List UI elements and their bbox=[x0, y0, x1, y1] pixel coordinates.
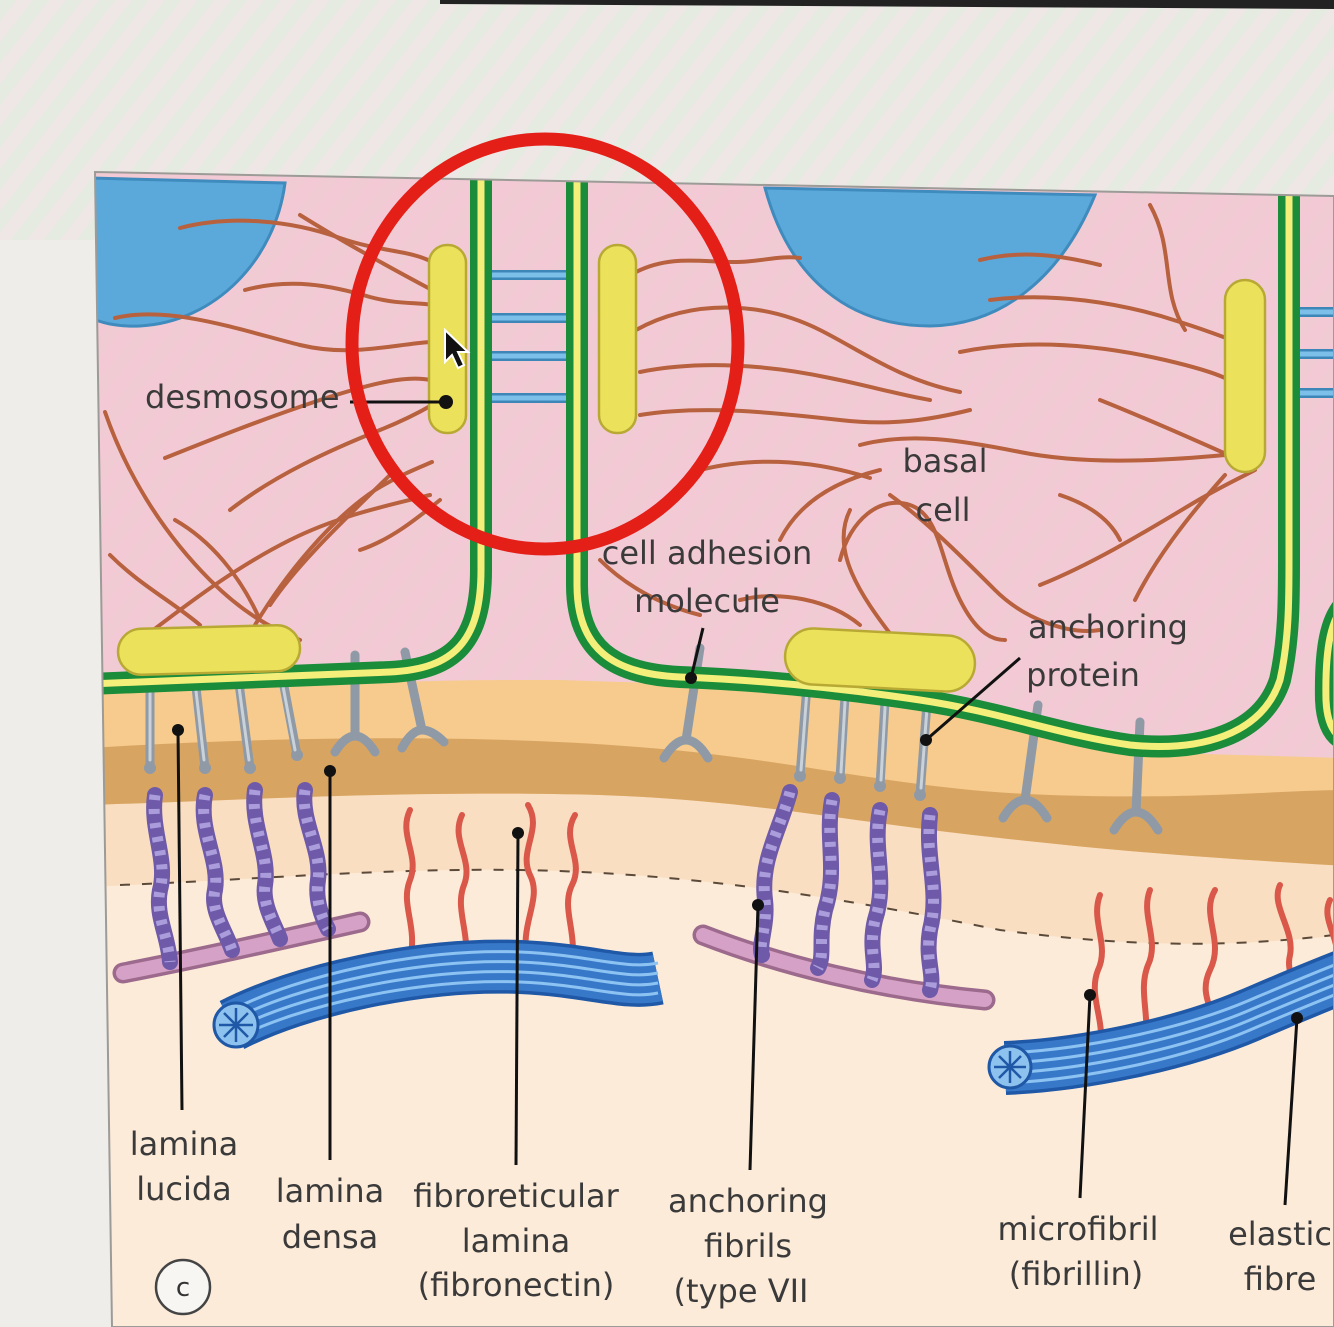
hemidesmosome-plaque-middle bbox=[784, 627, 977, 693]
label-lamina-densa-line2: densa bbox=[282, 1218, 379, 1256]
label-fibroreticular-lamina-line3: (fibronectin) bbox=[418, 1266, 615, 1304]
label-lamina-densa-line1: lamina bbox=[276, 1172, 384, 1210]
leader-dot bbox=[512, 827, 524, 839]
leader-dot bbox=[172, 724, 184, 736]
protein-end bbox=[199, 762, 211, 774]
protein-end bbox=[794, 770, 806, 782]
label-anchoring-protein-line2: protein bbox=[1026, 656, 1140, 694]
hemidesmosome-plaque-left bbox=[117, 625, 300, 676]
label-microfibril-line2: (fibrillin) bbox=[1009, 1255, 1143, 1293]
leader-fibroreticular-lamina bbox=[516, 833, 518, 1165]
label-elastic-fibre-line2: fibre bbox=[1244, 1260, 1317, 1298]
label-basal-cell-line2: cell bbox=[915, 491, 970, 529]
desmosome-plaque-right bbox=[599, 245, 636, 433]
protein-end bbox=[291, 749, 303, 761]
protein-end bbox=[874, 780, 886, 792]
desmosome-plaque-far-right bbox=[1225, 280, 1265, 472]
label-elastic-fibre-line1: elastic bbox=[1228, 1215, 1332, 1253]
panel-letter: c bbox=[176, 1273, 190, 1303]
label-anchoring-fibrils-line2: fibrils bbox=[704, 1227, 792, 1265]
protein-end bbox=[244, 762, 256, 774]
leader-dot bbox=[752, 899, 764, 911]
label-anchoring-fibrils-line3: (type VII bbox=[674, 1272, 809, 1310]
protein-end bbox=[144, 762, 156, 774]
leader-dot bbox=[439, 395, 453, 409]
label-desmosome: desmosome bbox=[145, 378, 340, 416]
label-anchoring-fibrils-line1: anchoring bbox=[668, 1182, 828, 1220]
label-cell-adhesion-molecule-line2: molecule bbox=[634, 582, 780, 620]
leader-dot bbox=[685, 672, 697, 684]
label-anchoring-protein-line1: anchoring bbox=[1028, 608, 1188, 646]
label-lamina-lucida-line2: lucida bbox=[136, 1170, 232, 1208]
leader-dot bbox=[1084, 989, 1096, 1001]
diagram-panel: desmosome basal cell cell adhesion molec… bbox=[80, 160, 1334, 1327]
label-lamina-lucida-line1: lamina bbox=[130, 1125, 238, 1163]
label-basal-cell-line1: basal bbox=[902, 442, 987, 480]
label-cell-adhesion-molecule-line1: cell adhesion bbox=[602, 534, 813, 572]
label-fibroreticular-lamina-line2: lamina bbox=[462, 1222, 570, 1260]
leader-dot bbox=[324, 765, 336, 777]
protein-end bbox=[834, 772, 846, 784]
label-microfibril-line1: microfibril bbox=[997, 1210, 1158, 1248]
fibre-cross-section-pattern bbox=[219, 1008, 253, 1042]
protein-end bbox=[914, 789, 926, 801]
leader-dot bbox=[1291, 1012, 1303, 1024]
label-fibroreticular-lamina-line1: fibroreticular bbox=[413, 1177, 619, 1215]
leader-dot bbox=[920, 734, 932, 746]
